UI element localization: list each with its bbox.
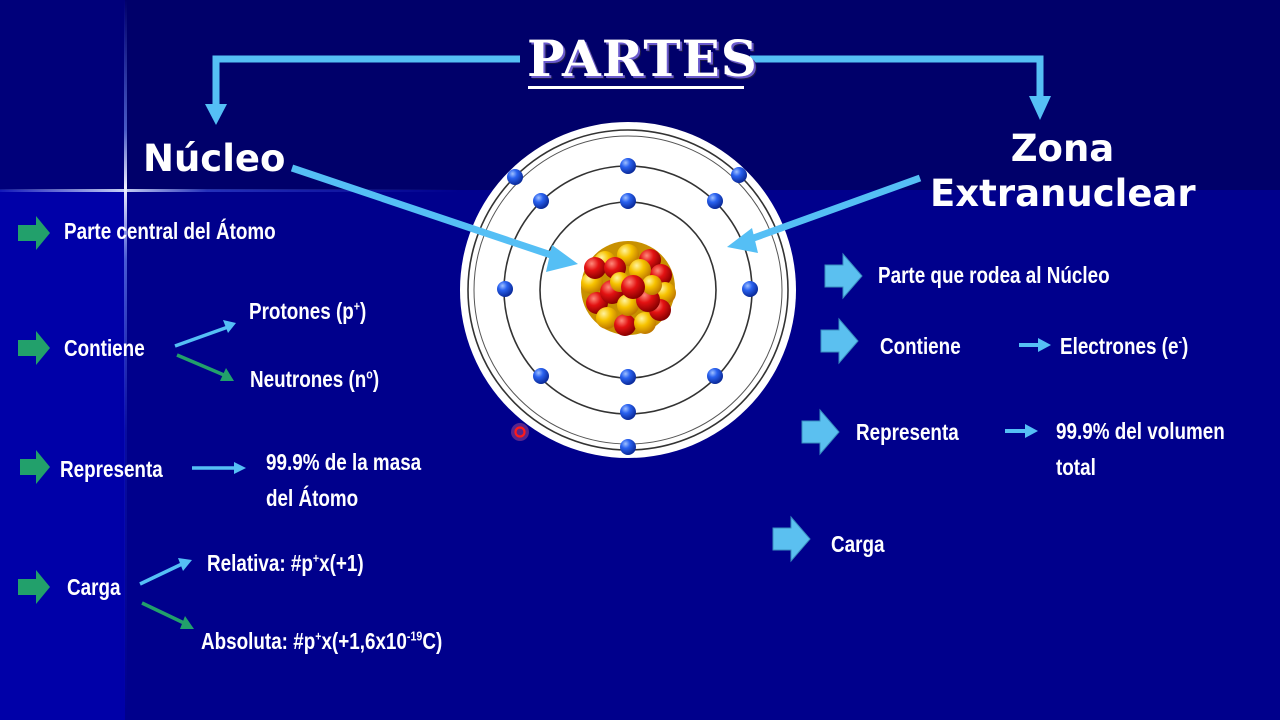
nucleo-bullets xyxy=(18,216,50,604)
zona-item-carga: Carga xyxy=(831,531,885,557)
heading-zona-line1: Zona xyxy=(1010,127,1115,170)
title-connector xyxy=(205,55,1051,125)
zona-pointer-arrow xyxy=(727,174,922,253)
slide-title: PARTES xyxy=(527,29,758,88)
zona-item-contiene: Contiene xyxy=(880,333,961,359)
zona-item-parte-rodea: Parte que rodea al Núcleo xyxy=(878,262,1110,288)
nucleo-representa-result: 99.9% de la masa del Átomo xyxy=(266,444,421,516)
electrons xyxy=(497,158,758,455)
zona-representa-line2: total xyxy=(1056,454,1096,480)
nucleo-neutrones: Neutrones (no) xyxy=(250,366,380,392)
nucleo-item-carga: Carga xyxy=(67,574,121,600)
zona-representa-line1: 99.9% del volumen xyxy=(1056,418,1225,444)
zona-bullets xyxy=(772,252,863,563)
background-left-top xyxy=(0,0,125,190)
zona-representa-result: 99.9% del volumen total xyxy=(1056,413,1225,485)
nucleo-representa-line2: del Átomo xyxy=(266,485,359,511)
atom-diagram xyxy=(460,122,796,458)
nucleo-representa-line1: 99.9% de la masa xyxy=(266,449,422,475)
background-left-strip xyxy=(0,190,125,720)
heading-nucleo: Núcleo xyxy=(143,137,286,180)
heading-zona-line2: Extranuclear xyxy=(930,172,1196,215)
nucleo-item-parte-central: Parte central del Átomo xyxy=(64,218,276,244)
nucleo-item-contiene: Contiene xyxy=(64,335,145,361)
carga-branch-arrows xyxy=(139,558,194,629)
nucleo-protones: Protones (p+) xyxy=(249,298,367,324)
lens-flare-vertical xyxy=(124,0,127,720)
pointer-dot xyxy=(511,423,529,441)
nucleo-pointer-arrow xyxy=(290,164,578,272)
nucleus xyxy=(581,241,676,336)
nucleo-carga-relativa: Relativa: #p+x(+1) xyxy=(207,550,364,576)
nucleo-item-representa: Representa xyxy=(60,456,163,482)
zona-item-representa: Representa xyxy=(856,419,959,445)
contiene-branch-arrows xyxy=(174,320,236,381)
heading-zona-extranuclear: Zona Extranuclear xyxy=(930,126,1196,216)
title-underline xyxy=(528,86,744,89)
lens-flare-horizontal xyxy=(0,189,460,192)
nucleo-carga-absoluta: Absoluta: #p+x(+1,6x10-19C) xyxy=(201,628,443,654)
zona-small-arrows xyxy=(1005,338,1051,438)
zona-electrones: Electrones (e-) xyxy=(1060,333,1189,359)
representa-arrow xyxy=(192,462,246,474)
